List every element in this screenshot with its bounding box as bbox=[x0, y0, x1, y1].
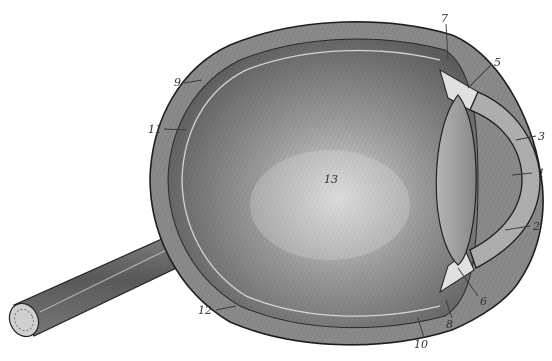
label-10: 10 bbox=[414, 338, 428, 351]
label-8: 8 bbox=[446, 318, 453, 331]
label-11: 11 bbox=[148, 123, 162, 136]
vitreous-body bbox=[168, 39, 478, 328]
label-5: 5 bbox=[494, 56, 501, 69]
label-2: 2 bbox=[532, 220, 540, 233]
label-12: 12 bbox=[198, 304, 212, 317]
label-7: 7 bbox=[441, 12, 448, 25]
label-3: 3 bbox=[538, 130, 545, 143]
label-13: 13 bbox=[324, 173, 338, 186]
label-6: 6 bbox=[480, 295, 487, 308]
label-9: 9 bbox=[174, 76, 181, 89]
label-1: 1 bbox=[538, 167, 545, 180]
